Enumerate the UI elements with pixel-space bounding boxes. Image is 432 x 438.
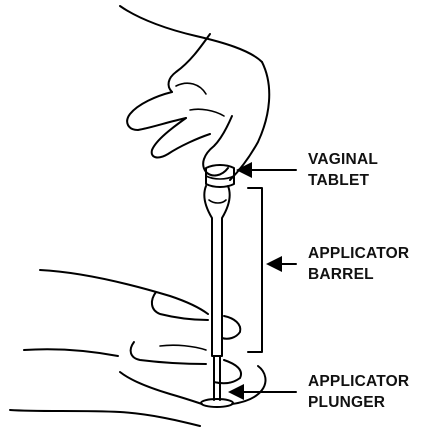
applicator-barrel [204,186,229,356]
barrel-bracket [248,188,262,352]
arrow-tablet [236,162,296,178]
callout-applicator-barrel-line1: APPLICATOR [308,243,428,264]
callout-applicator-plunger-line2: PLUNGER [308,392,428,413]
callout-applicator-barrel: APPLICATOR BARREL [308,243,428,285]
callout-vaginal-tablet-line2: TABLET [308,170,428,191]
arrow-plunger [228,384,296,400]
arrow-barrel [266,256,296,272]
callout-applicator-plunger: APPLICATOR PLUNGER [308,371,428,413]
callout-applicator-barrel-line2: BARREL [308,264,428,285]
callout-vaginal-tablet: VAGINAL TABLET [308,149,428,191]
vaginal-tablet [206,165,234,187]
callout-vaginal-tablet-line1: VAGINAL [308,149,428,170]
callout-applicator-plunger-line1: APPLICATOR [308,371,428,392]
upper-hand [120,6,269,180]
lower-hand [10,270,265,426]
